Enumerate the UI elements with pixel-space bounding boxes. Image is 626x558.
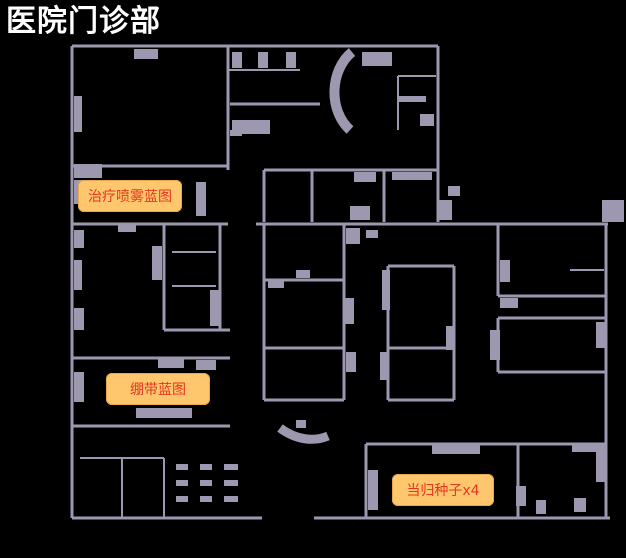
marker-label: 绷带蓝图 [130,382,186,398]
left-middle-wing [72,224,230,428]
map-title: 医院门诊部 [6,4,161,39]
marker-angelica-seeds[interactable]: 当归种子x4 [392,474,494,506]
marker-label: 治疗喷雾蓝图 [88,189,172,205]
reception-curve [329,48,436,134]
outer-walls [70,44,610,520]
marker-healing-spray-blueprint[interactable]: 治疗喷雾蓝图 [78,180,182,212]
marker-bandage-blueprint[interactable]: 绷带蓝图 [106,373,210,405]
bottom-left-storage [80,457,238,518]
right-rooms [490,224,606,374]
bottom-right-rooms [364,442,606,518]
marker-label: 当归种子x4 [406,483,480,499]
central-rooms [262,224,456,444]
upper-middle-rooms [196,168,624,222]
